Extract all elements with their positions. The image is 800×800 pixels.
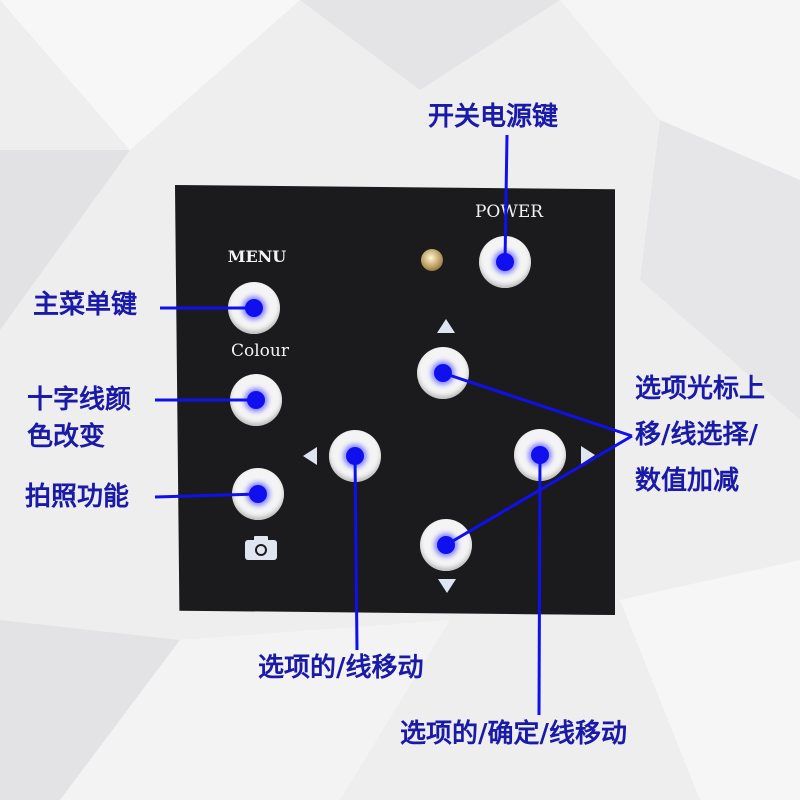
right-button[interactable] [514, 429, 566, 481]
power-led [421, 249, 443, 271]
arrow-left-icon [303, 447, 317, 465]
crosshair-color-note-1: 十字线颜 [27, 385, 132, 415]
up-down-note-3: 数值加减 [635, 466, 740, 496]
up-down-note-2: 移/线选择/ [635, 420, 758, 450]
power-label: POWER [474, 202, 544, 222]
colour-label: Colour [231, 341, 289, 361]
left-button[interactable] [329, 430, 381, 482]
arrow-down-icon [438, 579, 456, 593]
down-button[interactable] [420, 519, 472, 571]
arrow-up-icon [437, 319, 455, 333]
camera-icon [245, 536, 277, 560]
power-button[interactable] [479, 236, 531, 288]
arrow-right-icon [581, 446, 595, 464]
menu-key-note: 主菜单键 [33, 290, 138, 320]
colour-button[interactable] [230, 374, 282, 426]
power-key-note: 开关电源键 [428, 102, 559, 132]
capture-note: 拍照功能 [25, 482, 130, 512]
right-note: 选项的/确定/线移动 [400, 719, 627, 749]
up-down-note-1: 选项光标上 [635, 374, 766, 404]
capture-button[interactable] [232, 468, 284, 520]
crosshair-color-note-2: 色改变 [27, 422, 106, 452]
menu-button[interactable] [228, 282, 280, 334]
menu-label: MENU [227, 247, 287, 266]
up-button[interactable] [417, 347, 469, 399]
left-note: 选项的/线移动 [258, 653, 424, 683]
